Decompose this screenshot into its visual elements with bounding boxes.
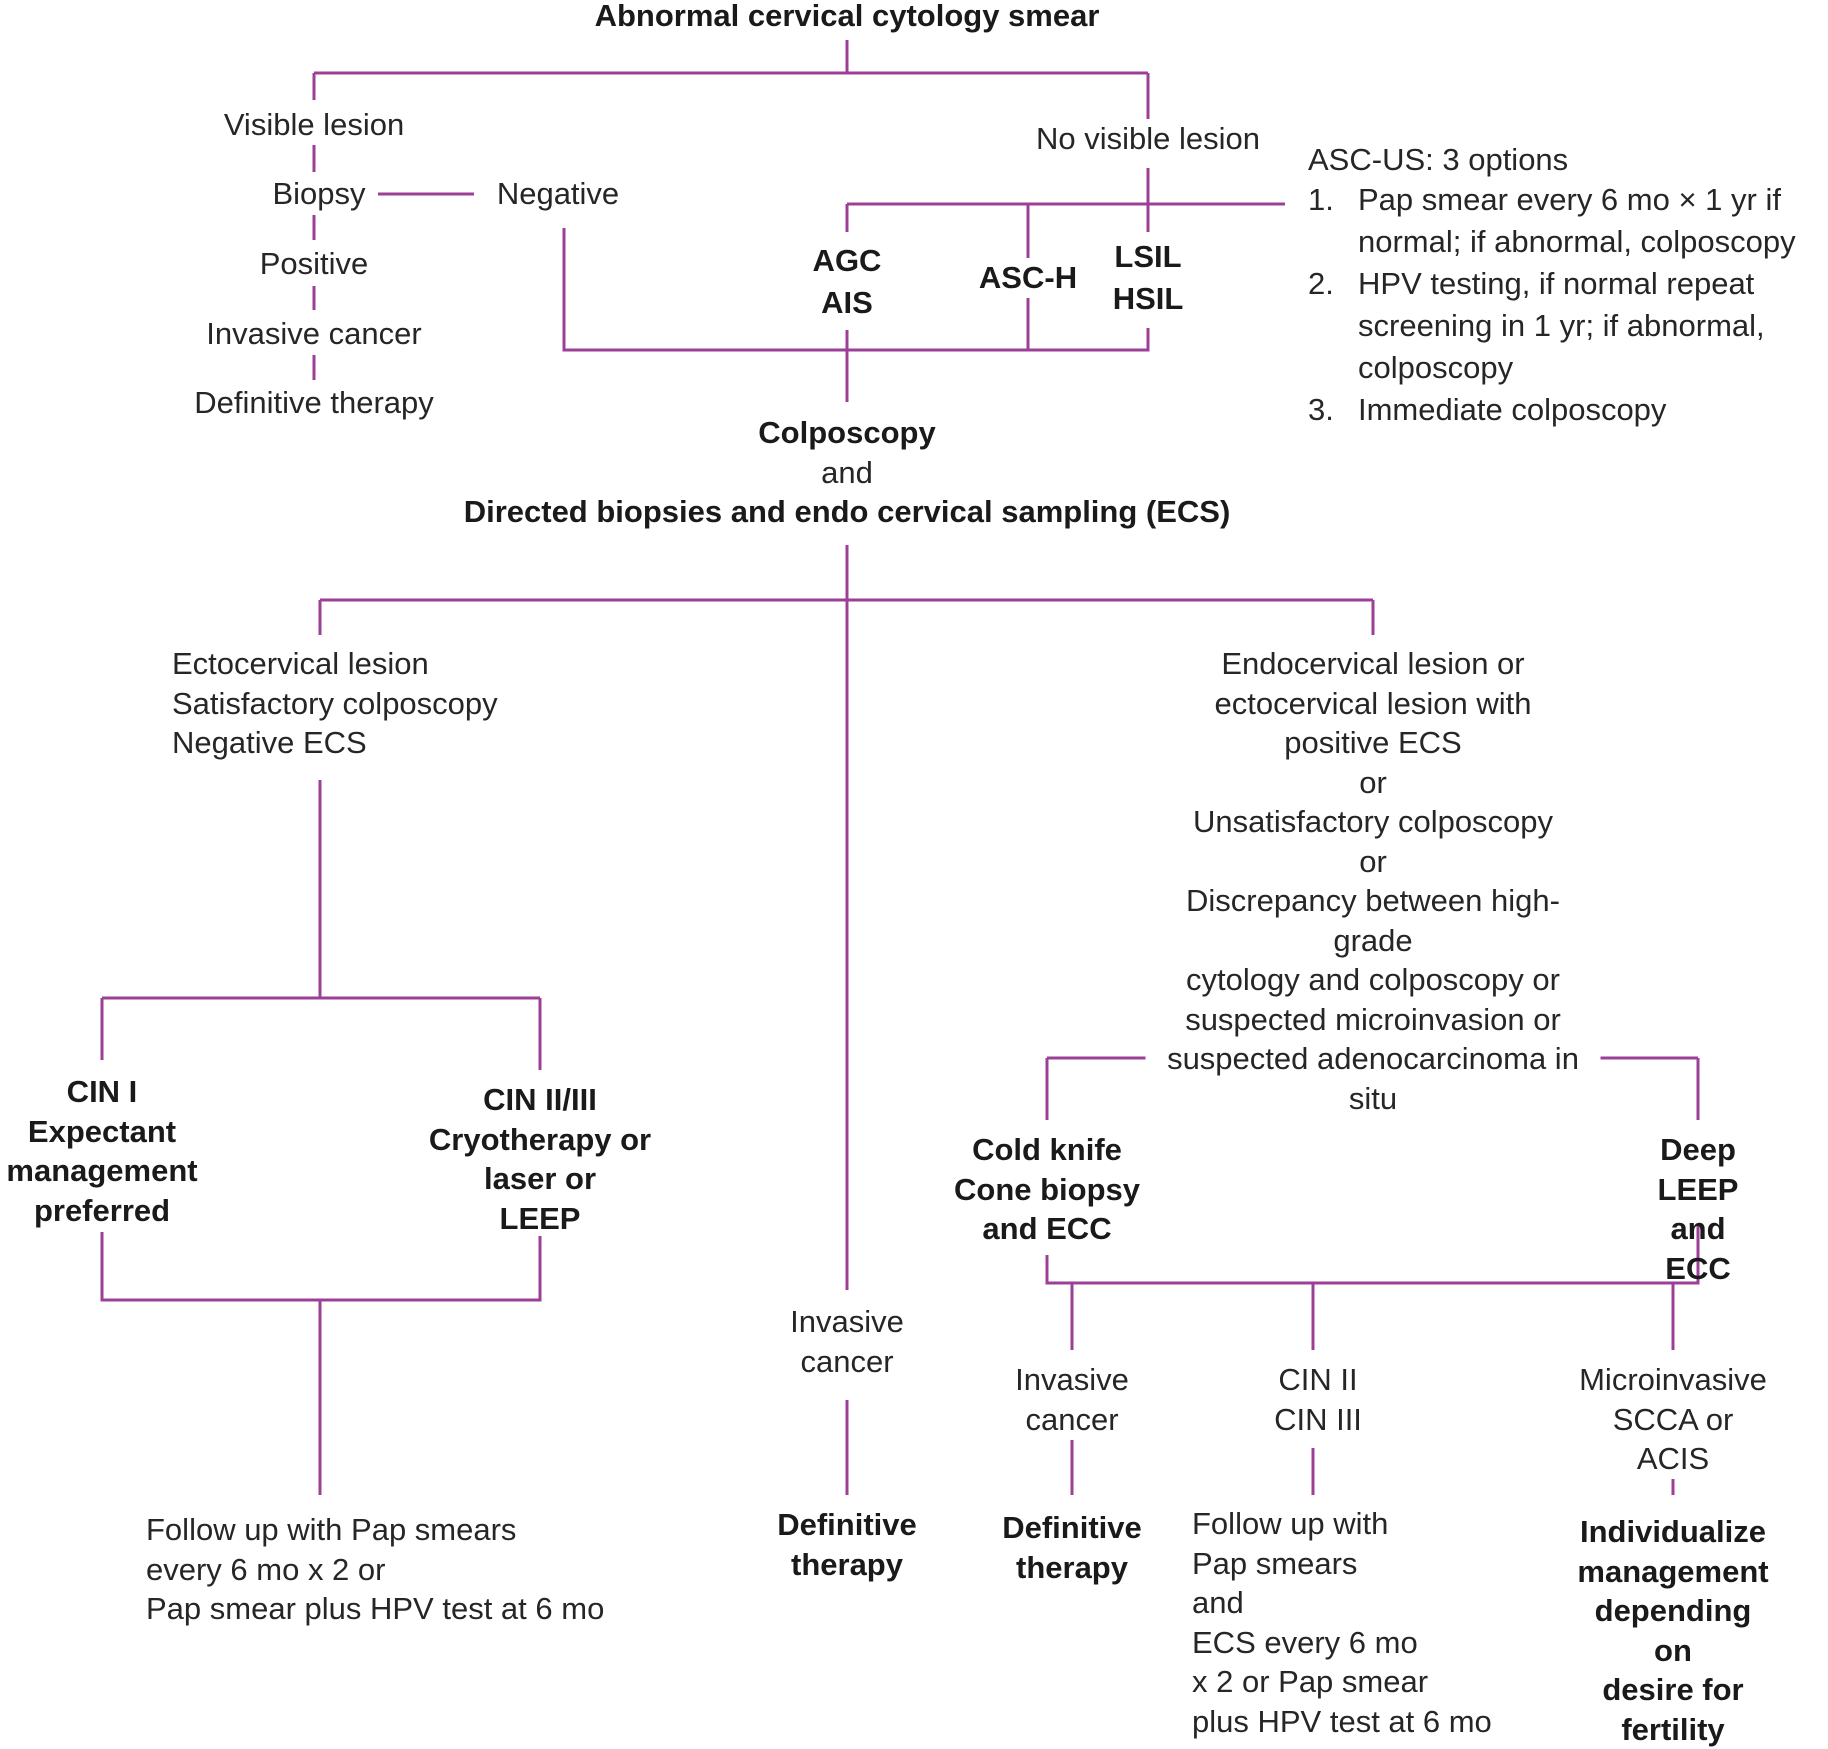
connector-negative-bar: [562, 228, 1150, 352]
invasive-cancer-mid-node: Invasive cancer: [786, 1302, 908, 1381]
microinvasive-node: Microinvasive SCCA or ACIS: [1575, 1360, 1771, 1479]
followup-right-node: Follow up with Pap smears and ECS every …: [1188, 1504, 1496, 1741]
biopsy-node: Biopsy: [268, 174, 370, 214]
option-number: 2.: [1308, 266, 1334, 301]
asc-us-option: 3. Immediate colposcopy: [1308, 389, 1796, 431]
endocervical-node: Endocervical lesion or ectocervical lesi…: [1145, 644, 1601, 1118]
asc-us-options: 1. Pap smear every 6 mo × 1 yr if normal…: [1308, 179, 1796, 431]
no-visible-lesion-node: No visible lesion: [1032, 119, 1264, 159]
option-text: Immediate colposcopy: [1358, 392, 1667, 427]
option-text: Pap smear every 6 mo × 1 yr if normal; i…: [1358, 182, 1796, 259]
option-number: 1.: [1308, 182, 1334, 217]
and-label: and: [817, 453, 877, 493]
asc-us-option: 1. Pap smear every 6 mo × 1 yr if normal…: [1308, 179, 1796, 263]
option-text: HPV testing, if normal repeat screening …: [1358, 266, 1765, 385]
definitive-therapy-left-node: Definitive therapy: [190, 383, 438, 423]
negative-node: Negative: [492, 174, 624, 214]
definitive-therapy-right-node: Definitive therapy: [998, 1508, 1146, 1587]
visible-lesion-node: Visible lesion: [219, 105, 409, 145]
cin2-cin3-node: CIN II CIN III: [1270, 1360, 1366, 1439]
colposcopy-node: Colposcopy: [754, 413, 940, 453]
root-node: Abnormal cervical cytology smear: [590, 0, 1104, 36]
cin1-node: CIN I Expectant management preferred: [6, 1074, 198, 1228]
connector-ecto-branch: [100, 780, 542, 1070]
option-number: 3.: [1308, 392, 1334, 427]
directed-biopsies-node: Directed biopsies and endo cervical samp…: [459, 492, 1235, 532]
deep-leep-node: Deep LEEP and ECC: [1657, 1132, 1739, 1286]
connector-root-split: [312, 40, 1150, 120]
connector-cone-join: [1045, 1225, 1700, 1350]
positive-node: Positive: [255, 244, 373, 284]
asc-us-option: 2. HPV testing, if normal repeat screeni…: [1308, 263, 1796, 389]
connector-cin-join: [100, 1232, 542, 1495]
invasive-cancer-left-node: Invasive cancer: [202, 314, 426, 354]
asc-h-node: ASC-H: [974, 258, 1082, 298]
lsil-hsil-node: LSIL HSIL: [1112, 239, 1184, 316]
ectocervical-node: Ectocervical lesion Satisfactory colposc…: [168, 644, 502, 763]
invasive-cancer-right-node: Invasive cancer: [1011, 1360, 1133, 1439]
followup-left-node: Follow up with Pap smears every 6 mo x 2…: [142, 1510, 609, 1629]
agc-ais-node: AGC AIS: [812, 243, 882, 320]
connector-directed-split: [318, 545, 1375, 1290]
individualize-node: Individualize management depending on de…: [1573, 1512, 1773, 1749]
cin23-node: CIN II/III Cryotherapy or laser or LEEP: [428, 1082, 652, 1236]
asc-us-title: ASC-US: 3 options: [1304, 140, 1573, 180]
cold-knife-node: Cold knife Cone biopsy and ECC: [953, 1132, 1141, 1246]
connector-no-visible-fan: [845, 168, 1285, 350]
definitive-therapy-mid-node: Definitive therapy: [773, 1505, 921, 1584]
